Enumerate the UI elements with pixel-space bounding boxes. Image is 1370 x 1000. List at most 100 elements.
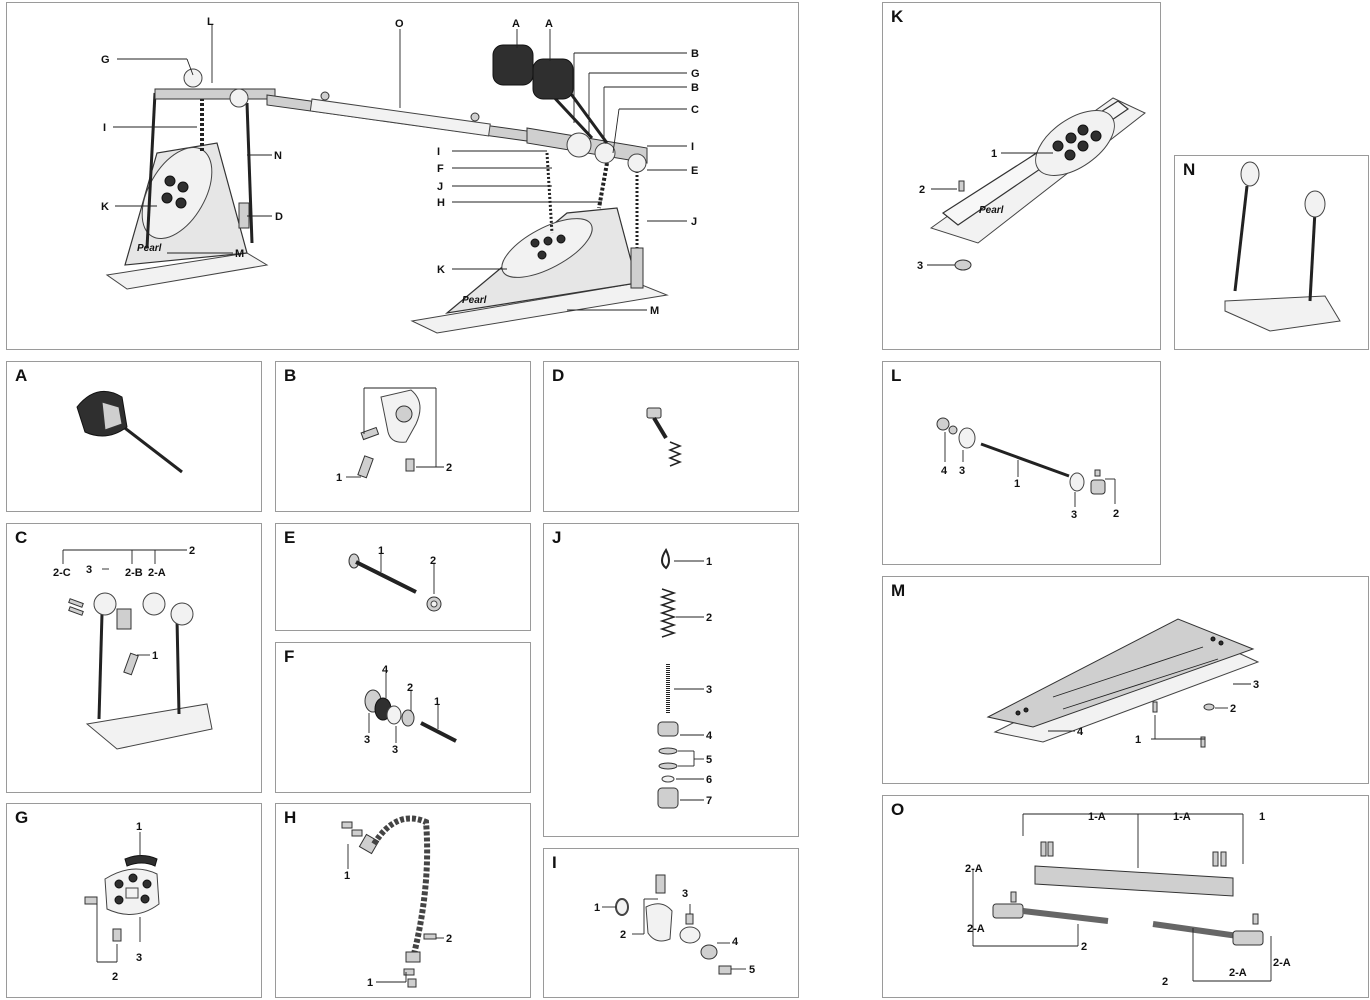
label-M2: M bbox=[235, 248, 244, 260]
J-callout-7: 7 bbox=[706, 795, 712, 807]
C-callout-2A: 2-A bbox=[148, 567, 166, 579]
panel-E: E 1 2 bbox=[275, 523, 531, 631]
screw-spring-drawing bbox=[646, 407, 683, 467]
footboard-drawing: Pearl 1 2 3 bbox=[917, 97, 1146, 272]
frame-drawing: 2 3 2-C 2-B 2-A 1 bbox=[53, 545, 213, 750]
K-callout-1: 1 bbox=[991, 148, 997, 160]
panel-B: B 1 2 bbox=[275, 361, 531, 512]
panel-C: C 2 3 2-C 2-B 2-A 1 bbox=[6, 523, 262, 793]
M-callout-4: 4 bbox=[1077, 726, 1084, 738]
frame-n-drawing bbox=[1224, 161, 1341, 332]
K-callout-2: 2 bbox=[919, 184, 925, 196]
I-callout-5: 5 bbox=[749, 964, 755, 976]
overview-panel: Pearl Pearl bbox=[6, 2, 799, 350]
spring-assembly-drawing: 1 2 3 4 5 6 7 bbox=[657, 548, 713, 809]
panel-E-title: E bbox=[284, 528, 296, 547]
L-callout-2: 2 bbox=[1113, 508, 1119, 520]
H-callout-2: 2 bbox=[446, 933, 452, 945]
label-O: O bbox=[395, 18, 404, 30]
F-callout-3b: 3 bbox=[392, 744, 398, 756]
B-callout-1: 1 bbox=[336, 472, 342, 484]
O-callout-1A-b: 1-A bbox=[1173, 811, 1191, 823]
I-callout-1: 1 bbox=[594, 902, 600, 914]
C-callout-1: 1 bbox=[152, 650, 158, 662]
K-callout-3: 3 bbox=[917, 260, 923, 272]
beater-drawing bbox=[76, 390, 183, 474]
right-pedal: Pearl bbox=[410, 44, 669, 334]
panel-H-title: H bbox=[284, 808, 297, 827]
O-callout-2-a: 2 bbox=[1081, 941, 1087, 953]
O-callout-2A-a: 2-A bbox=[965, 863, 983, 875]
chain-drawing: 1 2 1 bbox=[341, 815, 452, 989]
C-callout-2C: 2-C bbox=[53, 567, 71, 579]
panel-I: I 1 2 3 4 5 bbox=[543, 848, 799, 998]
panel-G-title: G bbox=[15, 808, 29, 827]
driveshaft-parts-drawing: 1-A 1-A 1 2-A 2-A 2 2 2-A 2-A bbox=[965, 811, 1291, 988]
label-J2: J bbox=[437, 181, 443, 193]
O-callout-1: 1 bbox=[1259, 811, 1265, 823]
M-callout-2: 2 bbox=[1230, 703, 1236, 715]
L-callout-4: 4 bbox=[941, 465, 948, 477]
panel-D: D bbox=[543, 361, 799, 512]
I-callout-3: 3 bbox=[682, 888, 688, 900]
E-callout-2: 2 bbox=[430, 555, 436, 567]
panel-O-title: O bbox=[891, 800, 905, 819]
O-callout-1A-a: 1-A bbox=[1088, 811, 1106, 823]
panel-D-title: D bbox=[552, 366, 565, 385]
overview-leaders bbox=[113, 25, 687, 311]
C-callout-3: 3 bbox=[86, 564, 92, 576]
M-callout-3: 3 bbox=[1253, 679, 1259, 691]
panel-K-title: K bbox=[891, 7, 904, 26]
L-callout-3b: 3 bbox=[1071, 509, 1077, 521]
left-pedal: Pearl bbox=[105, 68, 276, 290]
panel-L-title: L bbox=[891, 366, 902, 385]
C-callout-2: 2 bbox=[189, 545, 195, 557]
panel-K: K Pearl 1 2 3 bbox=[882, 2, 1161, 350]
L-callout-3a: 3 bbox=[959, 465, 965, 477]
F-callout-1: 1 bbox=[434, 696, 440, 708]
left-logo: Pearl bbox=[137, 243, 162, 254]
panel-H: H 1 2 1 bbox=[275, 803, 531, 998]
rod-drawing: 4 3 1 3 2 bbox=[936, 417, 1119, 521]
label-H: H bbox=[437, 197, 445, 209]
label-B2: B bbox=[691, 82, 699, 94]
F-callout-2: 2 bbox=[407, 682, 413, 694]
J-callout-4: 4 bbox=[706, 730, 713, 742]
O-callout-2A-d: 2-A bbox=[1273, 957, 1291, 969]
I-callout-4: 4 bbox=[732, 936, 739, 948]
G-callout-3: 3 bbox=[136, 952, 142, 964]
panel-C-title: C bbox=[15, 528, 28, 547]
panel-J: J 1 2 3 4 5 6 7 bbox=[543, 523, 799, 837]
G-callout-2: 2 bbox=[112, 971, 118, 983]
J-callout-1: 1 bbox=[706, 556, 712, 568]
panel-I-title: I bbox=[552, 853, 557, 872]
label-K1: K bbox=[437, 264, 445, 276]
sprocket-drawing: 1 2 3 bbox=[84, 821, 160, 983]
baseplate-drawing: 3 2 4 1 bbox=[986, 618, 1260, 748]
C-callout-2B: 2-B bbox=[125, 567, 143, 579]
panel-A-title: A bbox=[15, 366, 28, 385]
label-F: F bbox=[437, 163, 444, 175]
label-C: C bbox=[691, 104, 699, 116]
panel-B-title: B bbox=[284, 366, 297, 385]
panel-J-title: J bbox=[552, 528, 562, 547]
label-I1: I bbox=[691, 141, 694, 153]
M-callout-1: 1 bbox=[1135, 734, 1141, 746]
J-callout-5: 5 bbox=[706, 754, 712, 766]
F-callout-4: 4 bbox=[382, 664, 389, 676]
O-callout-2-b: 2 bbox=[1162, 976, 1168, 988]
panel-A: A bbox=[6, 361, 262, 512]
K-logo: Pearl bbox=[979, 205, 1004, 216]
H-callout-1b: 1 bbox=[367, 977, 373, 989]
label-I2: I bbox=[103, 122, 106, 134]
bearing-drawing: 4 2 1 3 3 bbox=[364, 664, 457, 756]
panel-M-title: M bbox=[891, 581, 906, 600]
label-G1: G bbox=[691, 68, 700, 80]
panel-L: L 4 3 1 3 2 bbox=[882, 361, 1161, 565]
L-callout-1: 1 bbox=[1014, 478, 1020, 490]
hinge-drawing: 1 2 3 4 5 bbox=[594, 874, 755, 976]
drive-shaft bbox=[266, 91, 528, 142]
B-callout-2: 2 bbox=[446, 462, 452, 474]
F-callout-3a: 3 bbox=[364, 734, 370, 746]
panel-M: M 3 2 4 1 bbox=[882, 576, 1369, 784]
